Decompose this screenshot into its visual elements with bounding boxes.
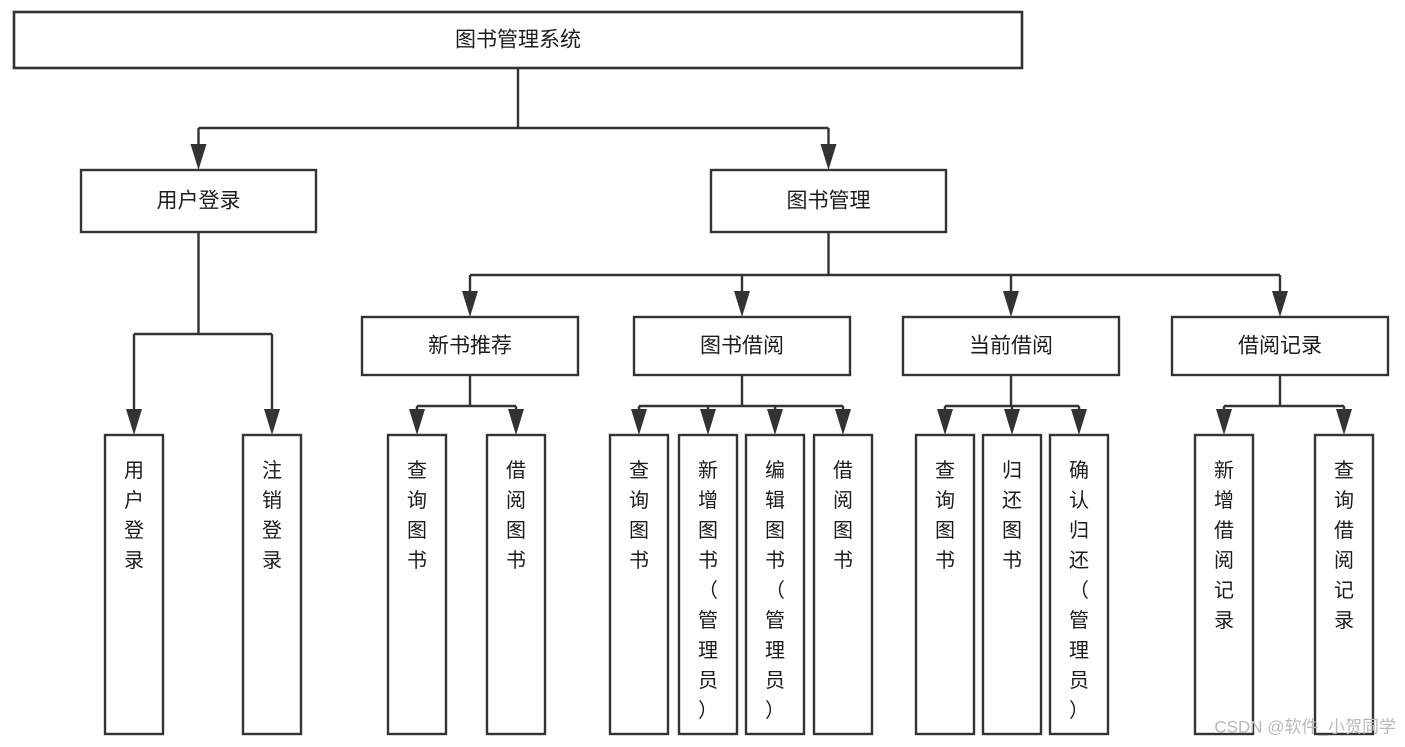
node-box[interactable]: [632, 315, 852, 377]
arrow-head-icon: [1216, 409, 1232, 435]
node-label: 图书管理系统: [455, 29, 581, 52]
node-layer: 图书管理系统用户登录图书管理新书推荐图书借阅当前借阅借阅记录用户登录注销登录查询…: [12, 10, 1390, 736]
node-box[interactable]: [608, 433, 670, 736]
node-leaf-add-book[interactable]: 新增图书（管理员）: [677, 433, 739, 736]
arrow-head-icon: [1071, 409, 1087, 435]
node-box[interactable]: [103, 433, 165, 736]
node-leaf-user-login[interactable]: 用户登录: [103, 433, 165, 736]
arrow-head-icon: [734, 291, 750, 317]
node-user-login[interactable]: 用户登录: [79, 168, 318, 234]
node-box[interactable]: [485, 433, 547, 736]
connector-group-user-login: [126, 232, 280, 435]
arrow-head-icon: [631, 409, 647, 435]
node-box[interactable]: [12, 10, 1024, 70]
node-box[interactable]: [241, 433, 303, 736]
node-leaf-query-borrow-record[interactable]: 查询借阅记录: [1313, 433, 1375, 736]
node-leaf-query-book-borrow[interactable]: 查询图书: [608, 433, 670, 736]
node-box[interactable]: [1170, 315, 1390, 377]
node-box[interactable]: [981, 433, 1043, 736]
node-label: 用户登录: [124, 460, 144, 572]
node-label: 借阅记录: [1238, 335, 1322, 358]
node-label: 借阅图书: [506, 459, 526, 572]
node-box[interactable]: [79, 168, 318, 234]
arrow-head-icon: [820, 144, 837, 170]
node-label: 归还图书: [1002, 459, 1022, 572]
node-label: 借阅图书: [833, 459, 853, 572]
node-box[interactable]: [744, 433, 806, 736]
node-leaf-borrow-book-rec[interactable]: 借阅图书: [485, 433, 547, 736]
node-label: 查询图书: [407, 459, 427, 572]
node-leaf-return-book[interactable]: 归还图书: [981, 433, 1043, 736]
node-label: 注销登录: [262, 459, 282, 572]
node-borrow-record[interactable]: 借阅记录: [1170, 315, 1390, 377]
arrow-head-icon: [937, 409, 953, 435]
node-box[interactable]: [1048, 433, 1110, 736]
csdn-watermark: CSDN @软件_小贺同学: [1214, 717, 1396, 736]
arrow-head-icon: [1004, 409, 1020, 435]
node-label: 新书推荐: [428, 335, 512, 358]
node-label: 图书管理: [787, 190, 871, 213]
node-leaf-add-borrow-record[interactable]: 新增借阅记录: [1193, 433, 1255, 736]
arrow-head-icon: [126, 409, 142, 435]
connector-group-new-book-recommend: [409, 375, 524, 435]
node-label: 图书借阅: [700, 335, 784, 358]
arrow-head-icon: [767, 409, 783, 435]
node-leaf-query-book-rec[interactable]: 查询图书: [386, 433, 448, 736]
connector-group-root: [190, 68, 837, 170]
arrow-head-icon: [835, 409, 851, 435]
arrow-head-icon: [508, 409, 524, 435]
node-box[interactable]: [901, 315, 1121, 377]
connector-layer: [126, 68, 1352, 435]
node-new-book-recommend[interactable]: 新书推荐: [360, 315, 580, 377]
node-leaf-confirm-return[interactable]: 确认归还（管理员）: [1048, 433, 1110, 736]
node-box[interactable]: [360, 315, 580, 377]
node-current-borrow[interactable]: 当前借阅: [901, 315, 1121, 377]
node-box[interactable]: [812, 433, 874, 736]
arrow-head-icon: [1336, 409, 1352, 435]
connector-group-borrow-record: [1216, 375, 1352, 435]
node-label: 查询借阅记录: [1334, 459, 1354, 632]
arrow-head-icon: [462, 291, 478, 317]
arrow-head-icon: [1272, 291, 1288, 317]
node-book-manage[interactable]: 图书管理: [709, 168, 948, 234]
node-box[interactable]: [386, 433, 448, 736]
node-book-borrow[interactable]: 图书借阅: [632, 315, 852, 377]
arrow-head-icon: [190, 144, 207, 170]
arrow-head-icon: [409, 409, 425, 435]
node-box[interactable]: [709, 168, 948, 234]
node-label: 确认归还（管理员）: [1069, 459, 1089, 722]
node-label: 查询图书: [629, 459, 649, 572]
arrow-head-icon: [264, 409, 280, 435]
node-box[interactable]: [914, 433, 976, 736]
node-box[interactable]: [1193, 433, 1255, 736]
node-leaf-borrow-book[interactable]: 借阅图书: [812, 433, 874, 736]
node-box[interactable]: [1313, 433, 1375, 736]
node-label: 新增借阅记录: [1214, 459, 1234, 632]
node-leaf-query-book-cur[interactable]: 查询图书: [914, 433, 976, 736]
node-label: 查询图书: [935, 459, 955, 572]
node-leaf-logout-login[interactable]: 注销登录: [241, 433, 303, 736]
node-label: 编辑图书（管理员）: [765, 459, 785, 722]
node-root[interactable]: 图书管理系统: [12, 10, 1024, 70]
connector-group-current-borrow: [937, 375, 1087, 435]
arrow-head-icon: [700, 409, 716, 435]
connector-group-book-manage: [462, 232, 1288, 317]
node-leaf-edit-book[interactable]: 编辑图书（管理员）: [744, 433, 806, 736]
connector-group-book-borrow: [631, 375, 851, 435]
node-box[interactable]: [677, 433, 739, 736]
arrow-head-icon: [1003, 291, 1019, 317]
node-label: 用户登录: [157, 190, 241, 213]
node-label: 新增图书（管理员）: [698, 459, 718, 722]
node-label: 当前借阅: [969, 335, 1053, 358]
